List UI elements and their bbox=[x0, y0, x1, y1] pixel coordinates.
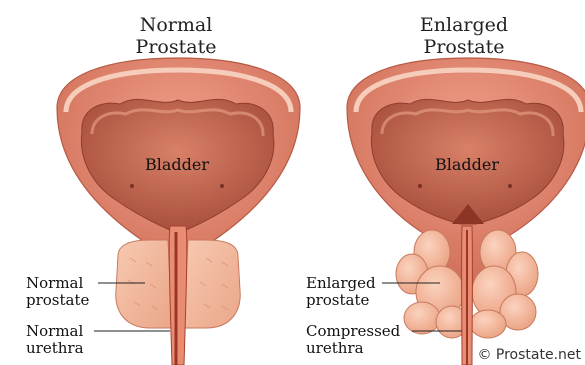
normal-prostate-label-line1: Normal bbox=[26, 275, 89, 292]
normal-prostate-label-line2: prostate bbox=[26, 292, 89, 309]
compressed-urethra-label-line1: Compressed bbox=[306, 323, 400, 340]
enlarged-bladder-label: Bladder bbox=[435, 156, 499, 173]
compressed-urethra-label-line2: urethra bbox=[306, 340, 400, 357]
credit-text: © Prostate.net bbox=[477, 347, 581, 363]
normal-urethra-label: Normal urethra bbox=[26, 323, 84, 357]
normal-urethra bbox=[169, 226, 187, 365]
compressed-urethra-label: Compressed urethra bbox=[306, 323, 400, 357]
normal-bladder-label: Bladder bbox=[145, 156, 209, 173]
enlarged-prostate-label-line2: prostate bbox=[306, 292, 376, 309]
normal-prostate-label: Normal prostate bbox=[26, 275, 89, 309]
enlarged-prostate-label-line1: Enlarged bbox=[306, 275, 376, 292]
normal-urethra-label-line2: urethra bbox=[26, 340, 84, 357]
normal-urethra-label-line1: Normal bbox=[26, 323, 84, 340]
enlarged-prostate-label: Enlarged prostate bbox=[306, 275, 376, 309]
